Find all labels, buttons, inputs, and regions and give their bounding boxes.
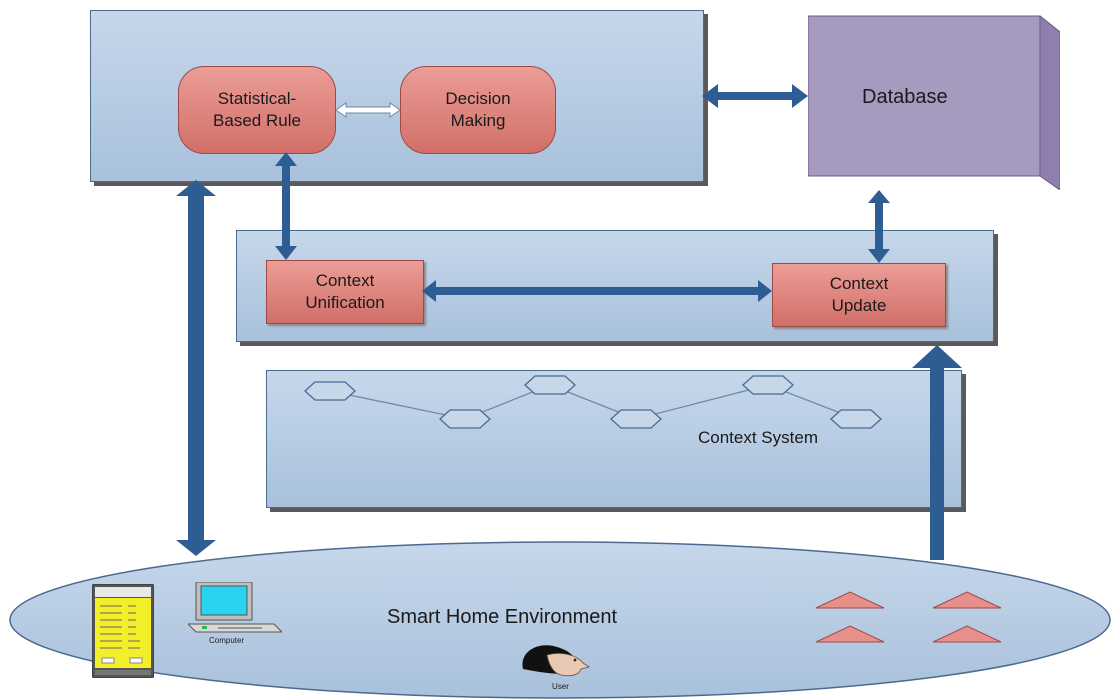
environment-update-arrow — [912, 345, 962, 560]
environment-engine-arrow — [176, 180, 216, 556]
context-node — [439, 409, 491, 429]
statistical-rule-box: Statistical-Based Rule — [178, 66, 336, 154]
environment-label: Smart Home Environment — [387, 606, 618, 628]
database-shape — [806, 14, 1062, 191]
user-icon — [522, 645, 590, 677]
rule-unification-arrow — [275, 152, 297, 260]
user-label: User — [552, 682, 569, 691]
sensor-triangle — [815, 591, 885, 609]
decision-making-box: Decision Making — [400, 66, 556, 154]
mobile-device-icon — [92, 584, 154, 678]
context-node — [304, 381, 356, 401]
rule-decision-arrow — [335, 102, 401, 118]
sensor-triangle — [932, 591, 1002, 609]
unification-update-arrow — [422, 280, 772, 302]
database-block — [806, 12, 1062, 191]
decision-making-label: Decision Making — [445, 89, 511, 130]
database-update-arrow — [868, 190, 890, 263]
context-system-panel — [266, 370, 962, 508]
context-unification-label: Context Unification — [305, 271, 385, 312]
statistical-rule-label: Statistical-Based Rule — [213, 89, 301, 130]
context-node — [742, 375, 794, 395]
engine-database-arrow — [702, 84, 808, 108]
sensor-triangle — [815, 625, 885, 643]
context-node — [830, 409, 882, 429]
context-node — [524, 375, 576, 395]
computer-icon — [188, 582, 282, 633]
computer-label: Computer — [209, 636, 245, 645]
context-system-label: Context System — [698, 428, 818, 447]
sensor-triangle — [932, 625, 1002, 643]
database-label: Database — [862, 86, 948, 108]
context-update-label: Context Update — [829, 274, 889, 315]
context-update-box: Context Update — [772, 263, 946, 327]
context-node — [610, 409, 662, 429]
